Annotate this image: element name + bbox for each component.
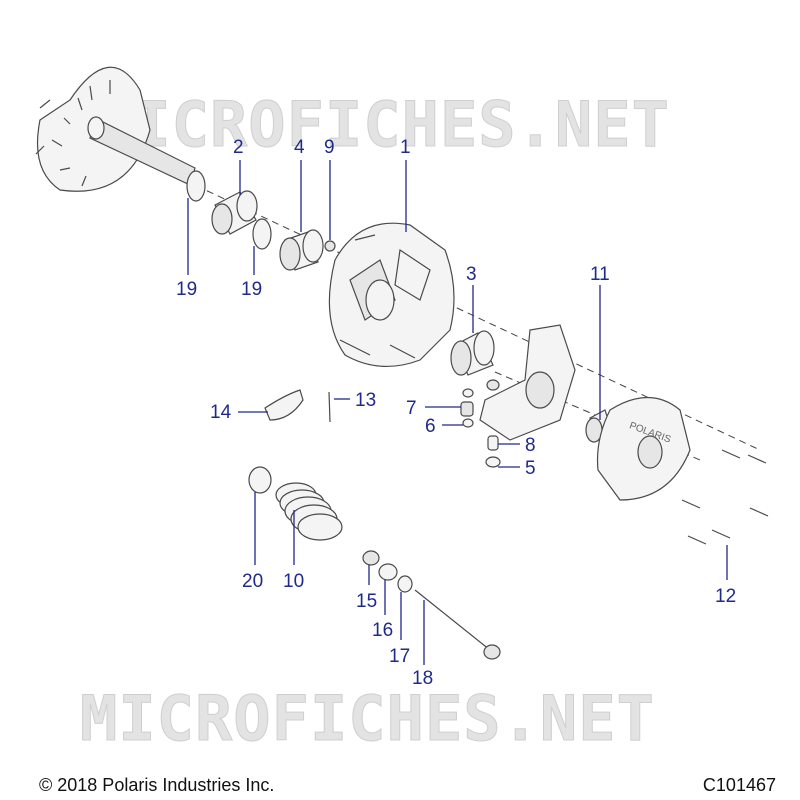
washer-6a <box>462 388 474 398</box>
callout-8: 8 <box>525 435 536 456</box>
callout-1: 1 <box>400 137 411 158</box>
spring-10 <box>275 482 343 541</box>
pin-13 <box>328 391 331 423</box>
callout-13: 13 <box>355 390 376 411</box>
callout-19b: 19 <box>241 279 262 300</box>
stationary-sheave-shaft <box>35 66 196 192</box>
callout-19a: 19 <box>176 279 197 300</box>
snap-ring-20 <box>248 466 272 494</box>
washer-6 <box>462 418 474 428</box>
nut-top <box>486 379 500 391</box>
washer-16 <box>378 563 398 581</box>
moveable-sheave-1 <box>328 222 455 368</box>
callout-14: 14 <box>210 402 232 423</box>
copyright-text: © 2018 Polaris Industries Inc. <box>39 775 275 795</box>
pin-8 <box>487 435 499 451</box>
watermark-bottom: MICROFICHES.NET <box>80 682 655 755</box>
bushing-4 <box>279 229 324 271</box>
snap-ring-19a <box>186 170 206 202</box>
callout-4: 4 <box>294 137 305 158</box>
callout-18: 18 <box>412 668 433 689</box>
callout-17: 17 <box>389 646 410 667</box>
spider-11 <box>479 324 576 441</box>
bolts-12 <box>681 449 769 545</box>
spacer-15 <box>362 550 380 566</box>
callout-10: 10 <box>283 571 304 592</box>
nut-9 <box>324 240 336 252</box>
callout-12: 12 <box>715 586 736 607</box>
bolt-18 <box>414 589 501 660</box>
callout-6: 6 <box>425 416 436 437</box>
callout-16: 16 <box>372 620 393 641</box>
cover-plate: POLARIS <box>596 397 691 501</box>
drawing-code: C101467 <box>702 775 776 795</box>
bushing-2 <box>211 190 258 235</box>
callout-3: 3 <box>466 264 477 285</box>
bushing-3 <box>450 330 495 376</box>
button-5 <box>485 456 501 468</box>
callout-2: 2 <box>233 137 244 158</box>
callout-20: 20 <box>242 571 263 592</box>
callout-7: 7 <box>406 398 417 419</box>
roller-7 <box>460 401 474 417</box>
callout-5: 5 <box>525 458 536 479</box>
ring-17 <box>397 575 413 593</box>
weight-14 <box>264 389 304 421</box>
snap-ring-19b <box>252 218 272 250</box>
callout-15: 15 <box>356 591 377 612</box>
callout-11: 11 <box>590 264 610 285</box>
watermark-top: MICROFICHES.NET <box>95 88 670 161</box>
callout-9: 9 <box>324 137 335 158</box>
